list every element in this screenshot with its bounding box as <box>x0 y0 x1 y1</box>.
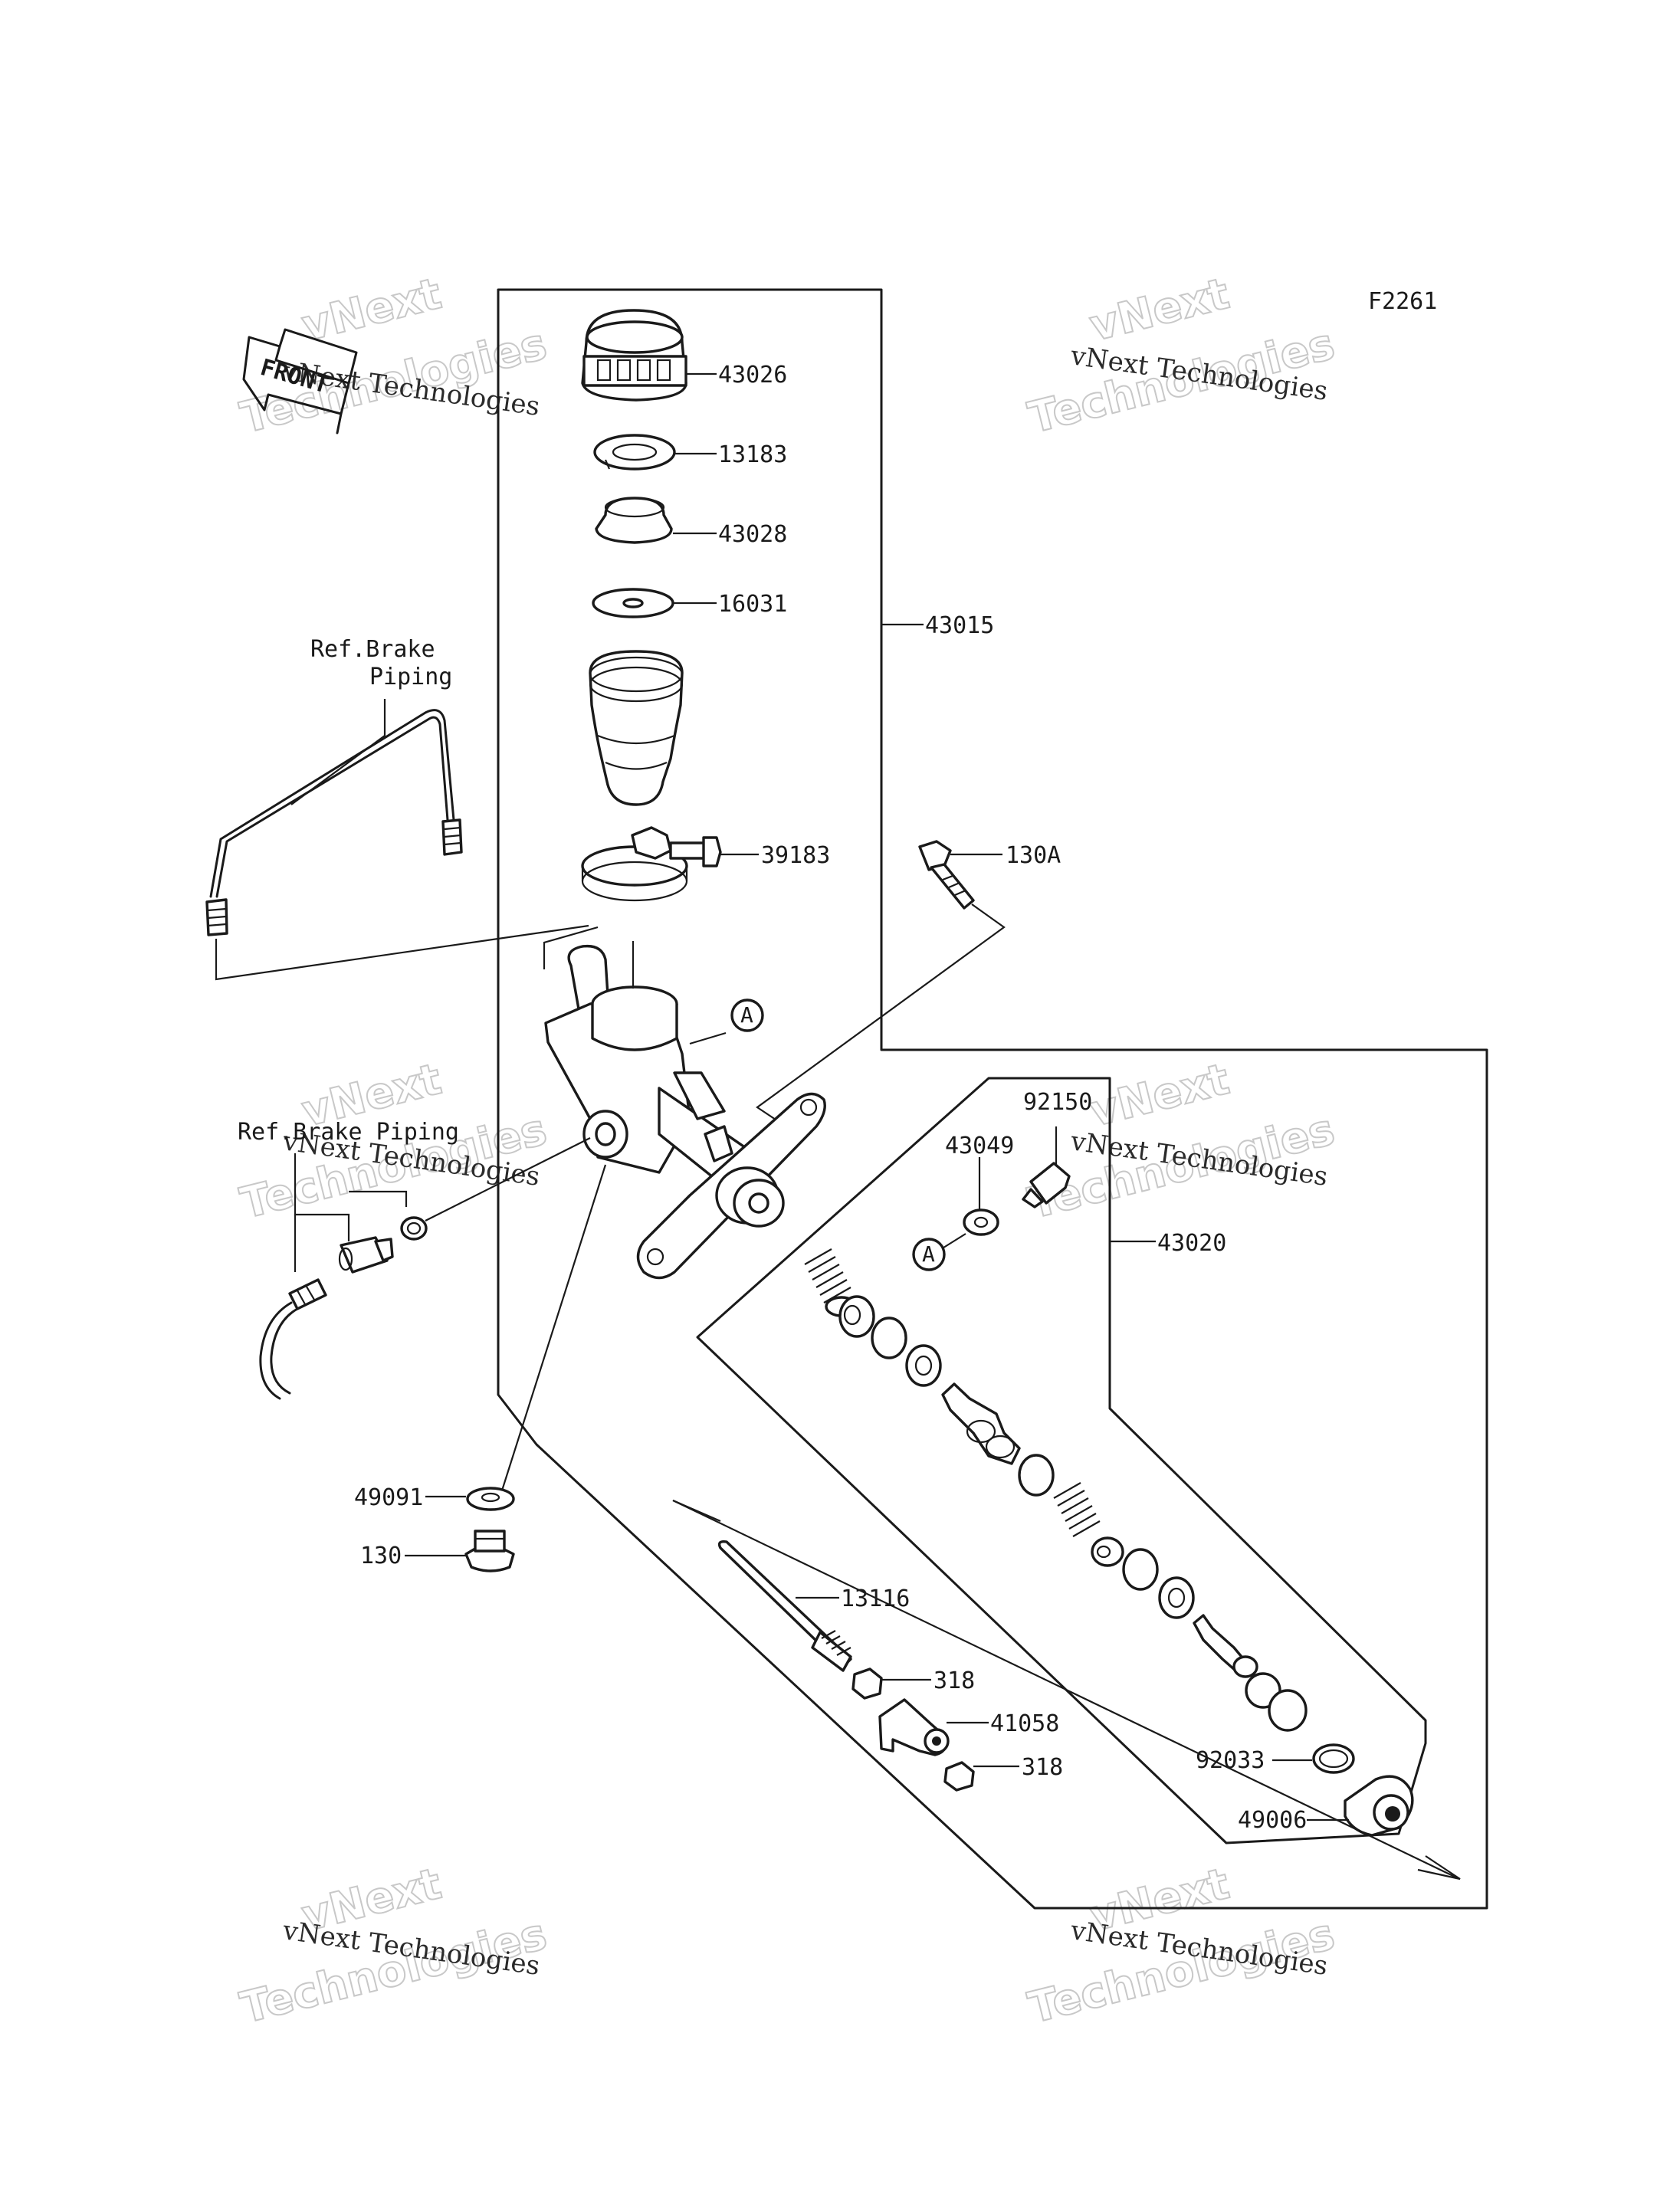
part-label-92033: 92033 <box>1196 1747 1265 1774</box>
internal-cup-3 <box>1018 1454 1055 1497</box>
watermark-bg-word: vNext <box>1085 1054 1235 1137</box>
internal-cup-4 <box>1091 1536 1124 1567</box>
internal-washer-2 <box>1158 1576 1195 1619</box>
master-cylinder-body <box>544 944 826 1280</box>
watermark-bg-word: vNext <box>297 269 447 352</box>
internal-cup-2 <box>871 1317 907 1359</box>
callout-a-bottom: A <box>912 1238 946 1271</box>
part-label-318-b: 318 <box>1022 1754 1063 1781</box>
part-label-43026: 43026 <box>718 362 787 389</box>
bleeder-92150 <box>1022 1162 1071 1208</box>
part-label-13116: 13116 <box>841 1585 910 1612</box>
part-label-49091: 49091 <box>354 1484 423 1511</box>
push-rod-13116 <box>717 1540 852 1672</box>
part-label-43020: 43020 <box>1157 1230 1226 1257</box>
ref-brake-piping-top-line1: Ref.Brake <box>310 636 435 663</box>
part-label-92150: 92150 <box>1023 1089 1092 1116</box>
bolt-130 <box>464 1530 515 1572</box>
figure-code: F2261 <box>1368 288 1437 315</box>
part-label-16031: 16031 <box>718 591 787 618</box>
ref-brake-piping-top-line2: Piping <box>369 664 452 690</box>
watermark-mid-right: vNext Technologies vNext Technologies <box>1023 1054 1340 1230</box>
part-label-130a: 130A <box>1006 842 1061 869</box>
internal-cup-7 <box>1268 1689 1308 1732</box>
boot-49006 <box>1344 1775 1414 1837</box>
internal-spring-2 <box>1053 1482 1101 1537</box>
internal-cup-1 <box>838 1295 875 1338</box>
brake-pipe-top <box>205 709 463 936</box>
watermark-bg-word: vNext <box>1085 269 1235 352</box>
union-fitting <box>338 1236 394 1274</box>
plate-13183 <box>593 434 676 471</box>
clamp-39183 <box>581 826 722 902</box>
washer-16031 <box>592 588 674 618</box>
part-label-49006: 49006 <box>1238 1807 1307 1834</box>
callout-a-label: A <box>922 1241 935 1267</box>
callout-a-top: A <box>730 998 764 1032</box>
internal-piston <box>941 1382 1021 1465</box>
internal-rod <box>1193 1614 1258 1678</box>
bolt-130a <box>918 840 975 910</box>
callout-a-label: A <box>740 1002 753 1028</box>
part-label-43015: 43015 <box>925 612 994 639</box>
brake-pipe-mid <box>259 1278 327 1400</box>
part-label-39183: 39183 <box>761 842 830 869</box>
assembly-frame-43015 <box>497 288 1488 1910</box>
reservoir-cap-43026 <box>581 309 687 402</box>
washer-43049 <box>963 1208 999 1236</box>
clevis-41058 <box>878 1698 950 1756</box>
part-label-13183: 13183 <box>718 441 787 468</box>
part-label-130: 130 <box>360 1543 402 1569</box>
part-label-43028: 43028 <box>718 521 787 548</box>
o-ring-mid <box>400 1216 428 1241</box>
washer-49091 <box>466 1487 515 1511</box>
watermark-top-left: vNext Technologies vNext Technologies <box>235 268 553 444</box>
diaphragm-43028 <box>595 497 673 544</box>
assembly-frame-43020 <box>696 1077 1427 1844</box>
internal-washer-1 <box>905 1344 942 1387</box>
watermark-bottom-right: vNext Technologies vNext Technologies <box>1023 1858 1340 2035</box>
reservoir-body <box>589 650 684 806</box>
internal-cup-5 <box>1122 1548 1159 1591</box>
part-label-43049: 43049 <box>945 1133 1014 1159</box>
ref-brake-piping-mid: Ref.Brake Piping <box>238 1119 459 1146</box>
part-label-318-a: 318 <box>934 1667 975 1694</box>
watermark-top-right: vNext Technologies vNext Technologies <box>1023 268 1340 444</box>
watermark-bottom-left: vNext Technologies vNext Technologies <box>235 1858 553 2035</box>
part-label-41058: 41058 <box>990 1710 1059 1737</box>
nut-318-b <box>943 1761 975 1792</box>
circlip-92033 <box>1312 1743 1355 1774</box>
nut-318-a <box>851 1667 883 1700</box>
